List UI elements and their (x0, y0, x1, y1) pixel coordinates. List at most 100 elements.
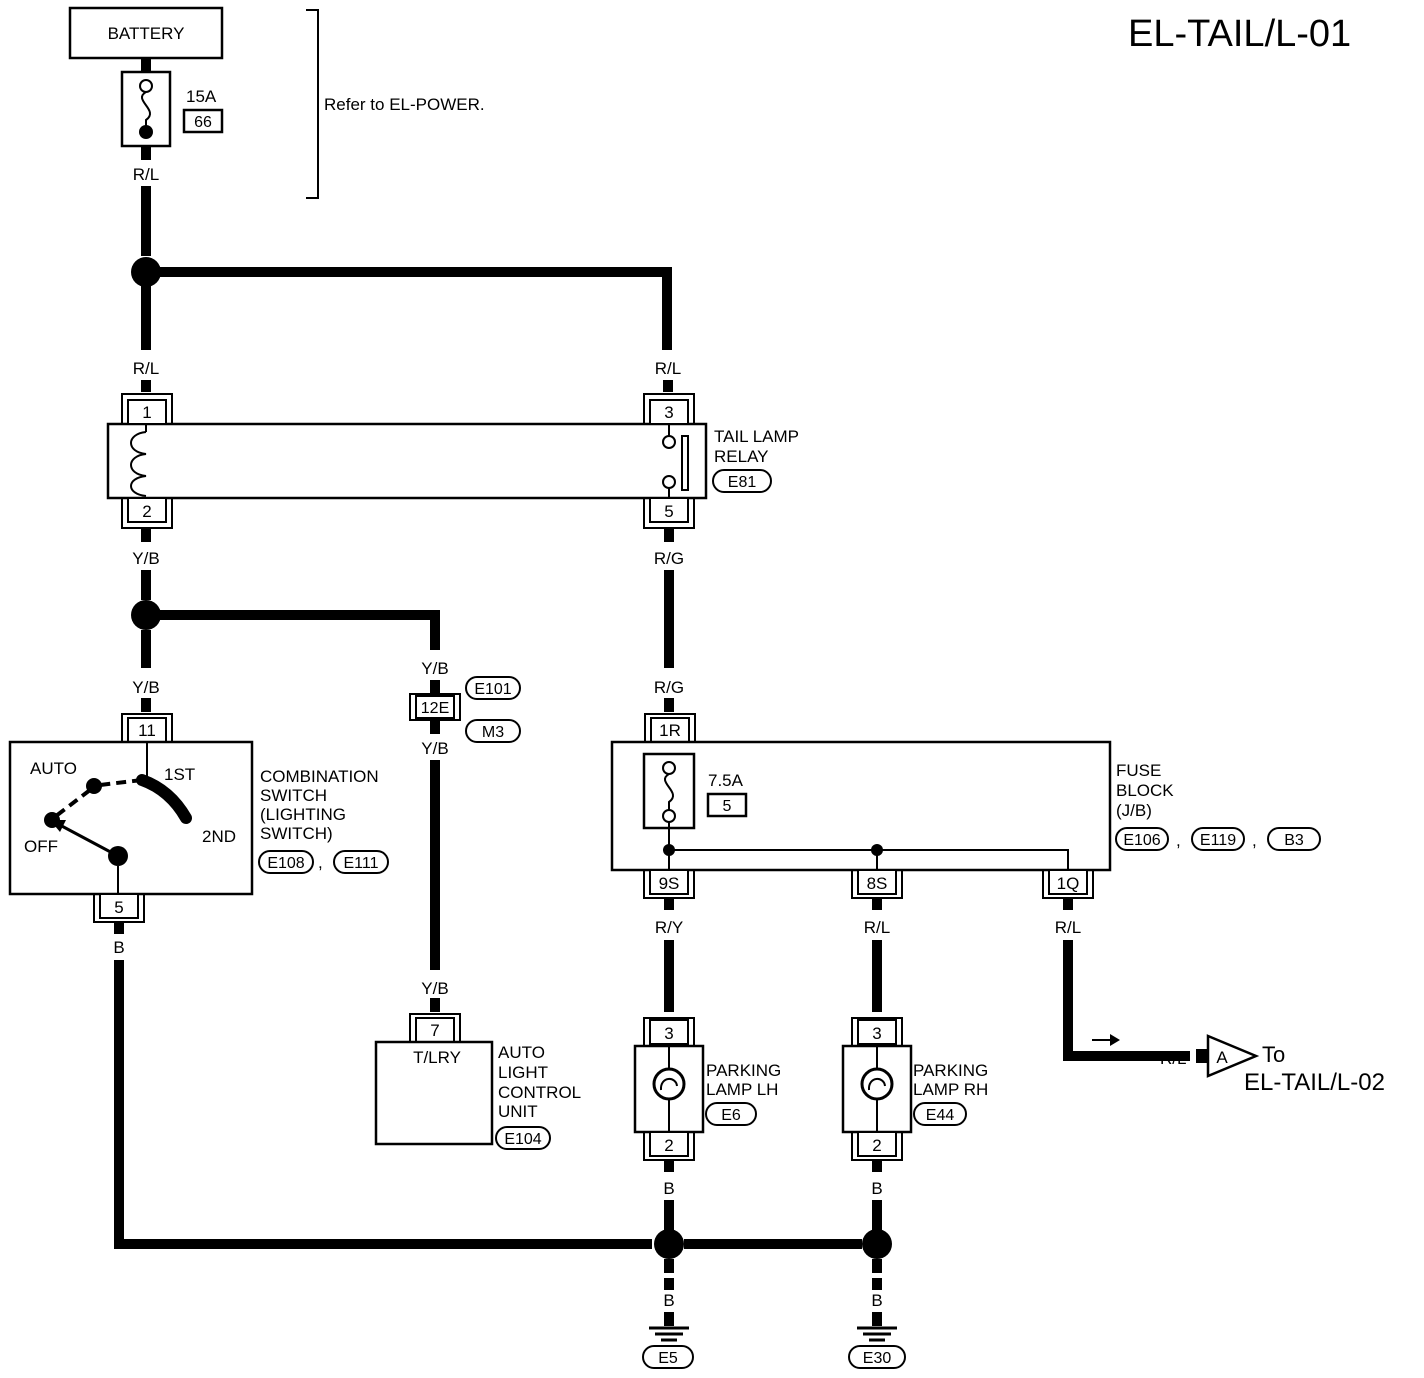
fuseblock-pin-8s: 8S (867, 874, 888, 893)
joint-connector-12e: 12E E101 M3 (409, 676, 521, 743)
lamp-lh-label-1: PARKING (706, 1061, 781, 1080)
ground-e30: E30 (848, 1326, 906, 1369)
switch-pin-11: 11 (138, 721, 156, 740)
switch-label-3: (LIGHTING (260, 805, 346, 824)
lamp-rh-bulb (860, 1067, 894, 1101)
ground-e30-label: E30 (863, 1350, 892, 1367)
autolight-terminal: T/LRY (413, 1048, 461, 1067)
fuseblock-label-1: FUSE (1116, 761, 1161, 780)
wire-label-yb-joint-bottom: Y/B (421, 739, 448, 758)
offpage-connector-a: R/L A To EL-TAIL/L-02 (1160, 1034, 1385, 1096)
autolight-label-4: UNIT (498, 1102, 538, 1121)
wire-label-yb-autolight: Y/B (421, 979, 448, 998)
combination-switch: 11 AUTO 1ST 2ND OFF 5 COMBINATION SWITCH… (8, 713, 389, 923)
offpage-target: EL-TAIL/L-02 (1244, 1069, 1385, 1096)
relay-contact-bar (681, 435, 689, 491)
switch-connector-e108: E108 (267, 855, 304, 872)
ground-e5-label: E5 (658, 1350, 678, 1367)
offpage-letter: A (1216, 1048, 1228, 1067)
switch-label-1: COMBINATION (260, 767, 379, 786)
wire-label-yb-relay2: Y/B (132, 549, 159, 568)
lamp-rh-label-1: PARKING (913, 1061, 988, 1080)
wire-label-b-switch: B (113, 938, 124, 957)
relay-pin-3: 3 (664, 403, 673, 422)
fuse-15a-number: 66 (194, 114, 212, 131)
fuse-15a-rating: 15A (186, 87, 217, 106)
fuseblock-connector-e119: E119 (1200, 832, 1236, 849)
splice-top (131, 257, 161, 287)
relay-label-2: RELAY (714, 447, 769, 466)
relay-connector: E81 (728, 474, 757, 491)
splice-yb (131, 600, 161, 630)
parking-lamp-lh: 3 2 PARKING LAMP LH E6 (633, 1017, 781, 1161)
switch-pos-1st: 1ST (164, 765, 195, 784)
relay-coil (130, 431, 147, 497)
autolight-label-1: AUTO (498, 1043, 545, 1062)
relay-pin-1: 1 (142, 403, 151, 422)
autolight-label-3: CONTROL (498, 1083, 581, 1102)
wire-label-b-e30: B (871, 1291, 882, 1310)
wire-label-rl-relay3: R/L (655, 359, 681, 378)
lamp-lh-pin-3: 3 (664, 1024, 673, 1043)
wire-label-rl-rh: R/L (864, 918, 890, 937)
parking-lamp-rh: 3 2 PARKING LAMP RH E44 (841, 1017, 988, 1161)
wire-label-b-lh: B (663, 1179, 674, 1198)
fuse-block: 1R 7.5A 5 FUSE BLOCK (J/B) E106 , E119 ,… (610, 713, 1321, 899)
auto-light-control-unit: 7 T/LRY AUTO LIGHT CONTROL UNIT E104 (374, 1013, 581, 1150)
relay-pin-2: 2 (142, 502, 151, 521)
fuseblock-label-3: (J/B) (1116, 801, 1152, 820)
wire-label-yb-joint-top: Y/B (421, 659, 448, 678)
autolight-label-2: LIGHT (498, 1063, 548, 1082)
switch-connector-sep: , (318, 853, 323, 872)
wire-label-ry-lh: R/Y (655, 918, 683, 937)
relay-label-1: TAIL LAMP (714, 427, 799, 446)
tail-lamp-relay: 1 3 2 5 TAIL LAMP RELAY E81 (106, 393, 799, 529)
joint-connector-m3: M3 (482, 724, 504, 741)
wire-label-yb-switch: Y/B (132, 678, 159, 697)
joint-pin-12e: 12E (421, 700, 449, 717)
splice-ground-rh (862, 1229, 892, 1259)
lamp-lh-bulb (652, 1067, 686, 1101)
joint-connector-e101: E101 (474, 681, 511, 698)
wire-label-rg-relay5: R/G (654, 549, 684, 568)
wire-label-b-e5: B (663, 1291, 674, 1310)
lamp-rh-connector: E44 (926, 1107, 955, 1124)
battery: BATTERY (68, 6, 224, 60)
lamp-rh-pin-2: 2 (872, 1136, 881, 1155)
wire-label-rl-offpage: R/L (1160, 1049, 1186, 1068)
switch-connector-e111: E111 (344, 855, 379, 872)
splice-ground-lh (654, 1229, 684, 1259)
relay-pin-5: 5 (664, 502, 673, 521)
lamp-rh-pin-3: 3 (872, 1024, 881, 1043)
wire-label-rl-1q: R/L (1055, 918, 1081, 937)
lamp-lh-pin-2: 2 (664, 1136, 673, 1155)
switch-label-2: SWITCH (260, 786, 327, 805)
switch-pos-auto: AUTO (30, 759, 77, 778)
autolight-connector: E104 (504, 1131, 541, 1148)
offpage-to: To (1262, 1042, 1285, 1067)
diagram-title: EL-TAIL/L-01 (1128, 13, 1351, 55)
lamp-lh-label-2: LAMP LH (706, 1080, 778, 1099)
fuseblock-label-2: BLOCK (1116, 781, 1174, 800)
battery-label: BATTERY (108, 24, 185, 43)
lamp-lh-connector: E6 (721, 1107, 741, 1124)
fuseblock-connector-b3: B3 (1284, 832, 1304, 849)
wire-label-rl-relay1: R/L (133, 359, 159, 378)
wire-label-b-rh: B (871, 1179, 882, 1198)
wire-label-rg-fuseblock: R/G (654, 678, 684, 697)
fuseblock-pin-1q: 1Q (1057, 874, 1080, 893)
switch-pos-off: OFF (24, 837, 58, 856)
wire-label-rl-battery: R/L (133, 165, 159, 184)
power-reference-note: Refer to EL-POWER. (324, 95, 485, 114)
lamp-rh-label-2: LAMP RH (913, 1080, 988, 1099)
fuseblock-sep-2: , (1252, 831, 1257, 850)
switch-label-4: SWITCH) (260, 824, 333, 843)
switch-1st-contact (136, 774, 192, 824)
switch-pin-5: 5 (114, 898, 123, 917)
fuseblock-pin-9s: 9S (659, 874, 680, 893)
fuseblock-fuse-number: 5 (723, 798, 732, 815)
ground-e5: E5 (642, 1326, 694, 1369)
fuseblock-sep-1: , (1176, 831, 1181, 850)
fuse-15a: 15A 66 (120, 70, 224, 148)
